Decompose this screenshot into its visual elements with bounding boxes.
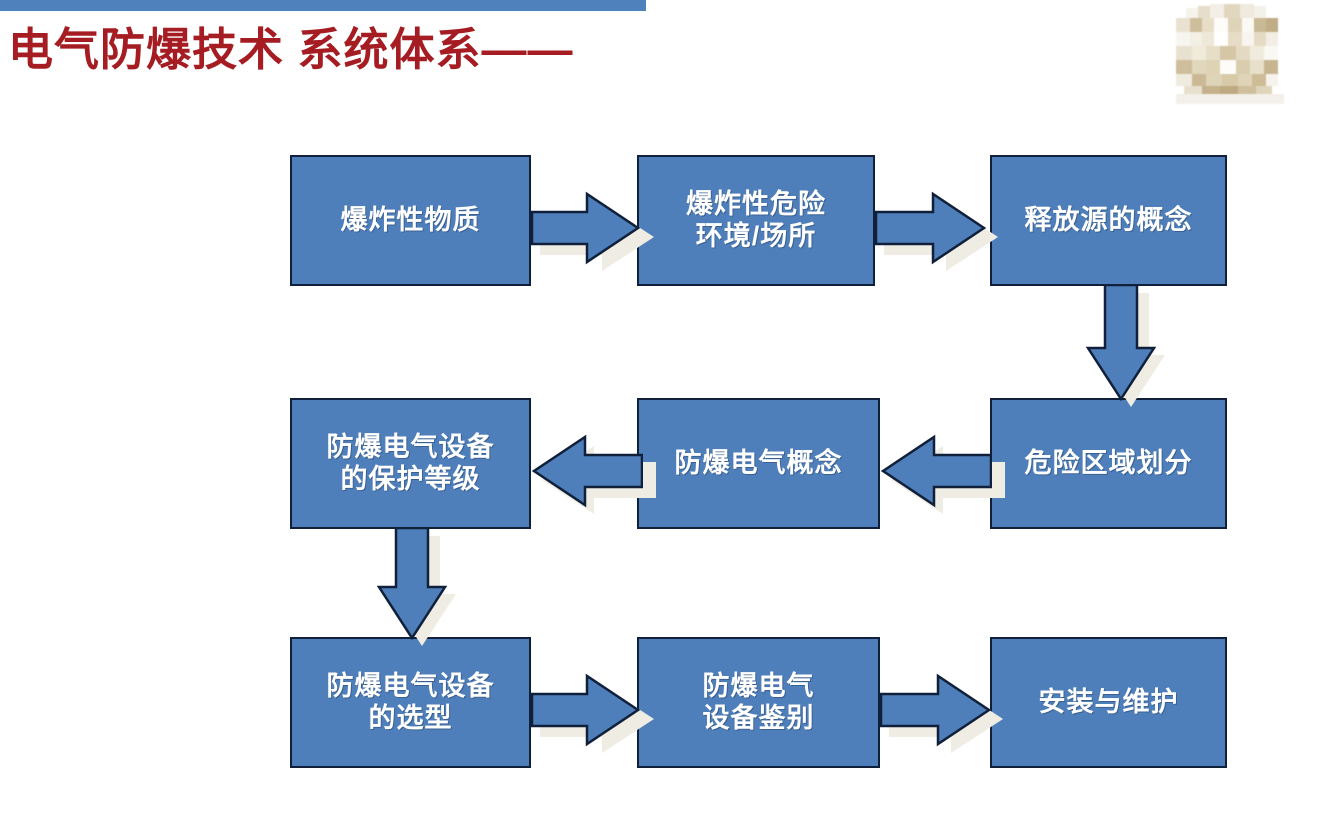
flow-arrow-n7-to-n8 bbox=[531, 672, 641, 748]
flow-arrow-n3-to-n6 bbox=[1084, 284, 1160, 402]
flow-arrow-n4-to-n7 bbox=[375, 527, 451, 641]
flow-node-fangbao-dianqi-shebei-baohu-dengji[interactable]: 防爆电气设备 的保护等级 bbox=[290, 398, 538, 536]
flow-arrow-n8-to-n9 bbox=[880, 672, 992, 748]
flow-arrow-n5-to-n4 bbox=[531, 433, 643, 509]
flow-node-baozhaxing-wuzhi[interactable]: 爆炸性物质 bbox=[290, 155, 538, 293]
flow-node-fangbao-dianqi-shebei-xuanxing[interactable]: 防爆电气设备 的选型 bbox=[290, 637, 538, 775]
blurred-institution-logo-icon bbox=[1176, 4, 1286, 104]
header-accent-rule bbox=[0, 0, 646, 11]
flow-node-anzhuang-yu-weihu[interactable]: 安装与维护 bbox=[990, 637, 1234, 775]
flow-node-fangbao-dianqi-gainian[interactable]: 防爆电气概念 bbox=[637, 398, 887, 536]
flow-node-fangbao-dianqi-shebei-jianbie[interactable]: 防爆电气 设备鉴别 bbox=[637, 637, 887, 775]
flow-arrow-n2-to-n3 bbox=[875, 190, 987, 266]
flow-node-weixian-quyu-huafen[interactable]: 危险区域划分 bbox=[990, 398, 1234, 536]
flow-arrow-n1-to-n2 bbox=[531, 190, 641, 266]
flow-arrow-n6-to-n5 bbox=[880, 433, 992, 509]
flow-node-baozhaxing-weixian-huanjing[interactable]: 爆炸性危险 环境/场所 bbox=[637, 155, 882, 293]
page-title: 电气防爆技术 系统体系—— bbox=[8, 24, 574, 75]
flow-node-shifangyuan-gainian[interactable]: 释放源的概念 bbox=[990, 155, 1234, 293]
